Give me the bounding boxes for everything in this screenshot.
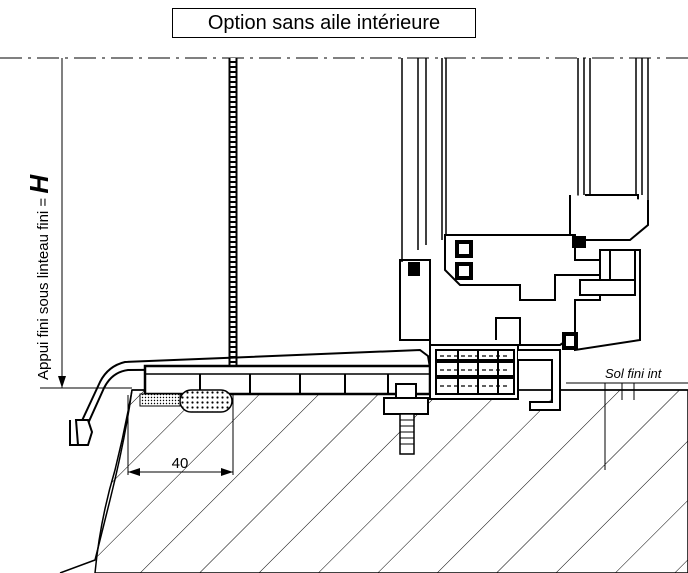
floor-level-label: Sol fini int xyxy=(605,366,663,381)
drawing-title: Option sans aile intérieure xyxy=(172,8,476,38)
sash-profile xyxy=(444,194,649,352)
threaded-rod xyxy=(228,58,238,395)
width-arrow-right xyxy=(221,468,233,476)
sill-cover xyxy=(69,348,432,446)
window-frame-verticals xyxy=(401,58,649,262)
anchor-bolt xyxy=(383,383,429,455)
sill-drip xyxy=(74,419,94,446)
insulation-strip xyxy=(139,393,181,407)
width-dimension-value: 40 xyxy=(172,455,189,472)
floor-level-leaders xyxy=(604,383,635,470)
sealing-foam xyxy=(179,389,233,413)
height-dimension-label: Appui fini sous linteau fini = H xyxy=(24,174,54,380)
gasket-inner xyxy=(459,244,574,346)
concrete-slab xyxy=(94,389,688,573)
width-arrow-left xyxy=(128,468,140,476)
height-arrow-bottom xyxy=(58,376,66,388)
